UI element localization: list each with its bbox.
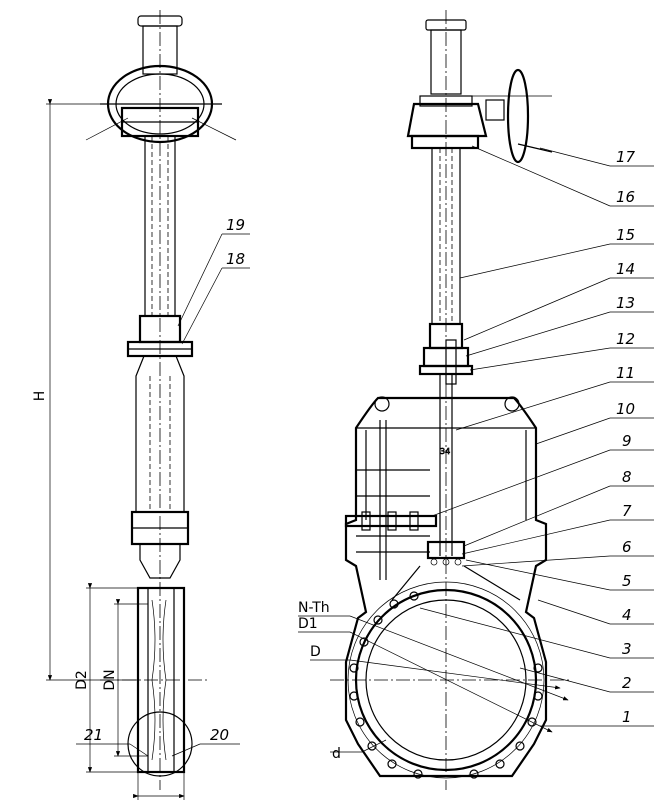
label-13: 13: [616, 294, 635, 312]
side-section-view: [85, 10, 237, 790]
label-15: 15: [616, 226, 635, 244]
label-4: 4: [622, 606, 632, 624]
label-2: 2: [622, 674, 632, 692]
label-3: 3: [622, 640, 632, 658]
left-part-callouts: [76, 233, 250, 757]
label-17: 17: [616, 148, 636, 166]
bolt-holes: [349, 591, 543, 779]
dim-label-d-small: d: [332, 746, 341, 762]
label-6: 6: [622, 538, 632, 556]
dim-label-n-th: N-Th: [298, 600, 330, 616]
front-view: [330, 10, 570, 790]
label-11: 11: [616, 364, 635, 382]
label-20: 20: [210, 726, 229, 744]
dim-label-dn: DN: [102, 669, 118, 690]
label-18: 18: [226, 250, 245, 268]
label-5: 5: [622, 572, 632, 590]
label-1: 1: [622, 708, 632, 726]
label-12: 12: [616, 330, 635, 348]
dim-label-d2: D2: [74, 670, 90, 690]
label-10: 10: [616, 400, 635, 418]
dimension-lines: [46, 99, 185, 800]
dim-label-h: H: [32, 391, 48, 402]
label-14: 14: [616, 260, 635, 278]
label-9: 9: [622, 432, 632, 450]
dim-label-stem-note: 34: [440, 447, 450, 456]
right-part-callouts: [298, 145, 654, 753]
dim-label-d1: D1: [298, 616, 318, 632]
label-19: 19: [226, 216, 245, 234]
label-8: 8: [622, 468, 632, 486]
label-7: 7: [622, 502, 632, 520]
label-16: 16: [616, 188, 635, 206]
label-21: 21: [84, 726, 103, 744]
dim-label-d: D: [310, 644, 321, 660]
